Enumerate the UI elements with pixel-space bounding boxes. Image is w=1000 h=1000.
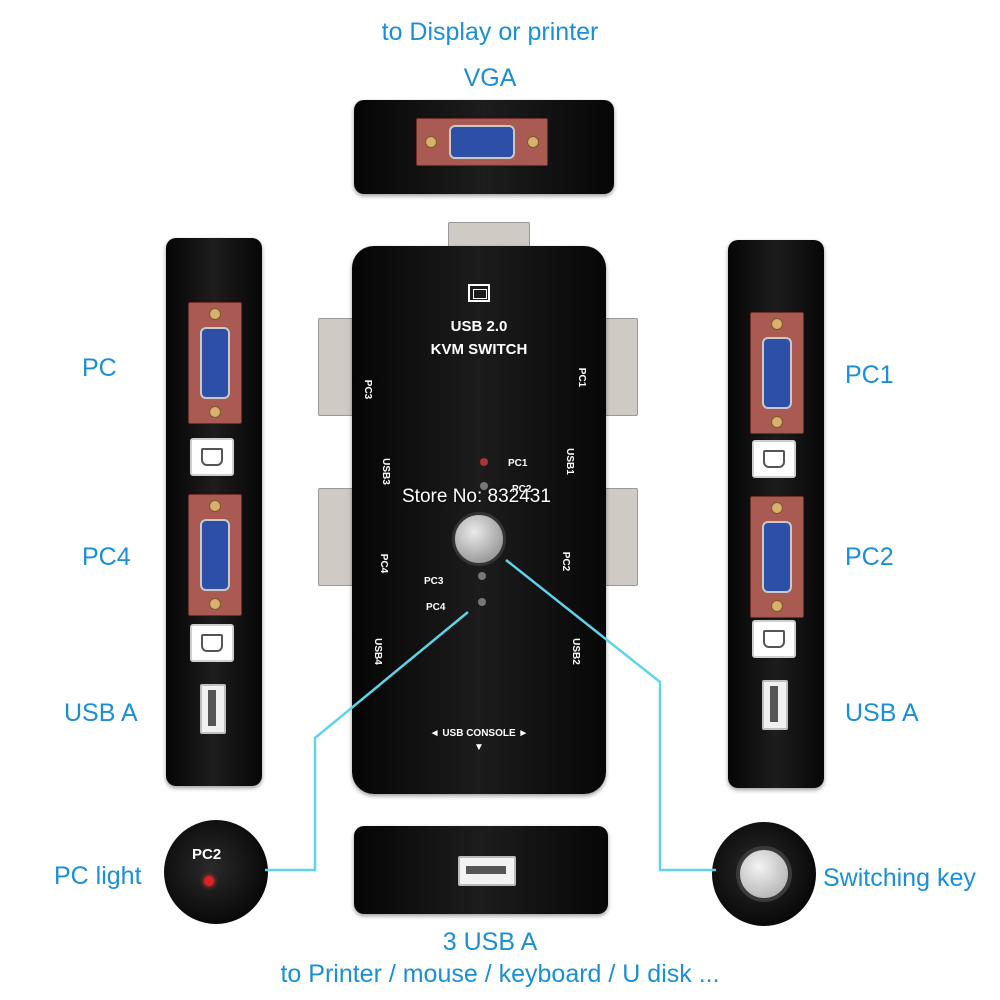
port-label-usb1: USB1 — [563, 448, 575, 475]
device-title-usb: USB 2.0 — [450, 318, 508, 335]
switching-key-closeup — [712, 822, 816, 926]
usb-b-port — [752, 620, 796, 658]
port-label-pc4: PC4 — [378, 553, 390, 574]
label-pc: PC — [82, 354, 117, 382]
led-pc4 — [478, 598, 486, 606]
vga-output-port — [416, 118, 548, 166]
label-pc4: PC4 — [82, 543, 131, 571]
led-label-pc3: PC3 — [424, 576, 444, 587]
top-label-vga: VGA — [463, 64, 517, 92]
kvm-switch-front: USB 2.0 KVM SWITCH PC3 PC1 USB3 USB1 PC4… — [352, 246, 606, 794]
vga-connector — [762, 337, 792, 409]
label-switching-key: Switching key — [823, 864, 976, 892]
led-label-pc4: PC4 — [426, 602, 446, 613]
device-right-side-view — [728, 240, 824, 788]
device-title-kvm: KVM SWITCH — [430, 341, 528, 358]
device-left-side-view — [166, 238, 262, 786]
label-pc1: PC1 — [845, 361, 894, 389]
label-usb-a-left: USB A — [64, 699, 138, 727]
label-pc-light: PC light — [54, 862, 142, 890]
screw — [209, 406, 221, 418]
usb-a-console-port — [458, 856, 516, 886]
vga-port-pc — [188, 302, 242, 424]
port-label-usb2: USB2 — [569, 638, 581, 665]
screw — [209, 500, 221, 512]
switch-button[interactable] — [452, 512, 506, 566]
led-label-pc1: PC1 — [508, 458, 528, 469]
port-label-pc3: PC3 — [362, 379, 374, 400]
label-usb-a-right: USB A — [845, 699, 919, 727]
vga-connector — [449, 125, 515, 159]
closeup-led-label: PC2 — [192, 846, 222, 863]
usb-a-port — [200, 684, 226, 734]
device-bottom-view — [354, 826, 608, 914]
port-label-pc2: PC2 — [560, 551, 572, 572]
screw — [209, 598, 221, 610]
usb-a-port — [762, 680, 788, 730]
display-icon — [468, 284, 490, 302]
led-label-pc2: PC2 — [512, 484, 532, 495]
bottom-label-usb-a: 3 USB A — [442, 928, 538, 956]
led-pc3 — [478, 572, 486, 580]
store-watermark: Store No: 832431 — [402, 486, 551, 507]
screw — [771, 318, 783, 330]
screw — [771, 600, 783, 612]
usb-console-label: ◄ USB CONSOLE ► — [429, 728, 529, 739]
pc-light-closeup: PC2 — [164, 820, 268, 924]
port-label-usb4: USB4 — [371, 638, 383, 665]
port-label-pc1: PC1 — [576, 367, 588, 388]
closeup-button — [736, 846, 792, 902]
screw — [527, 136, 539, 148]
screw — [771, 416, 783, 428]
device-top-view — [354, 100, 614, 194]
usb-console-arrow: ▼ — [474, 742, 484, 753]
vga-connector — [200, 327, 230, 399]
usb-b-port — [752, 440, 796, 478]
vga-port-pc2 — [750, 496, 804, 618]
vga-connector — [200, 519, 230, 591]
led-pc1 — [480, 458, 488, 466]
closeup-red-led — [204, 876, 214, 886]
top-label-display: to Display or printer — [381, 18, 599, 46]
led-pc2 — [480, 482, 488, 490]
bottom-label-targets: to Printer / mouse / keyboard / U disk .… — [280, 960, 720, 988]
vga-port-pc1 — [750, 312, 804, 434]
usb-b-port — [190, 624, 234, 662]
label-pc2: PC2 — [845, 543, 894, 571]
vga-connector — [762, 521, 792, 593]
screw — [209, 308, 221, 320]
vga-port-pc4 — [188, 494, 242, 616]
usb-b-port — [190, 438, 234, 476]
screw — [425, 136, 437, 148]
screw — [771, 502, 783, 514]
port-label-usb3: USB3 — [379, 458, 391, 485]
